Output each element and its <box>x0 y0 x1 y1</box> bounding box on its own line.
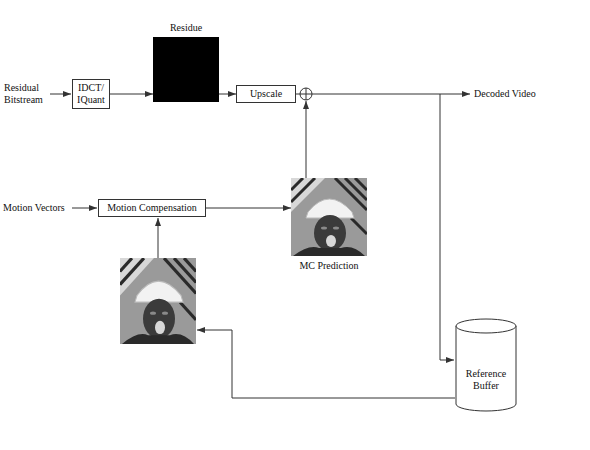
residue-image <box>153 37 219 102</box>
node-text: Residue <box>153 22 219 34</box>
process-box: IDCT/ IQuant <box>72 79 110 109</box>
input-wire <box>50 94 71 95</box>
node-text: IDCT/ IQuant <box>76 82 106 106</box>
node-text: MC Prediction <box>291 260 367 272</box>
cylinder-top <box>456 319 516 333</box>
input-label: Motion Vectors <box>3 202 65 214</box>
sum-wire <box>296 94 300 95</box>
buffer-wire <box>197 330 455 398</box>
flow-arrow <box>206 208 291 209</box>
reference-frame <box>120 258 196 344</box>
prediction-wire <box>306 101 307 178</box>
adder-symbol <box>300 88 312 100</box>
output-label: Decoded Video <box>474 88 536 100</box>
node-text: Motion Compensation <box>102 202 202 214</box>
mc-prediction-frame <box>291 178 367 256</box>
buffer-cylinder: Reference Buffer <box>455 318 517 412</box>
flow-arrow <box>219 94 236 95</box>
residue-block: Residue <box>153 22 219 102</box>
process-box: Motion Compensation <box>98 199 206 217</box>
cylinder-outline <box>455 318 517 412</box>
reference-wire <box>158 218 159 258</box>
node-text: Upscale <box>240 88 292 100</box>
feedback-wire <box>440 94 454 360</box>
input-label: Residual Bitstream <box>4 82 50 106</box>
node-text: Reference Buffer <box>455 318 517 392</box>
prediction-frame: MC Prediction <box>291 178 367 272</box>
process-box: Upscale <box>236 85 296 103</box>
input-wire <box>72 208 97 209</box>
output-wire <box>312 94 470 95</box>
flow-arrow <box>110 94 153 95</box>
